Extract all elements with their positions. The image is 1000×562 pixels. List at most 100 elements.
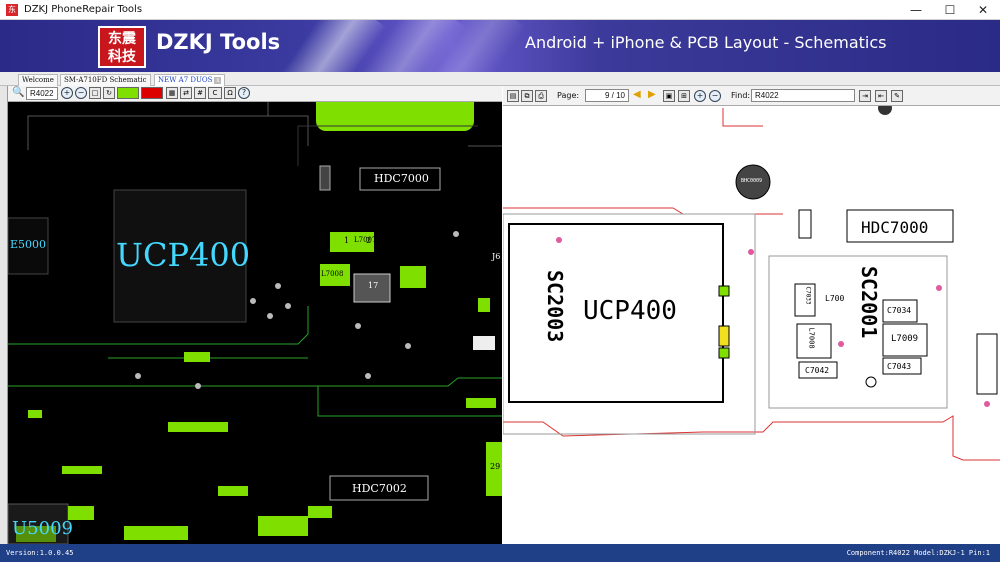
- zoom-in-icon[interactable]: +: [694, 90, 706, 102]
- fit-view-icon[interactable]: □: [89, 87, 101, 99]
- schematic-label-c7042: C7042: [805, 366, 830, 375]
- prev-page-icon[interactable]: ◀: [633, 89, 641, 100]
- component: [473, 336, 495, 350]
- via: [365, 373, 371, 379]
- via: [195, 383, 201, 389]
- maximize-button[interactable]: ☐: [944, 3, 956, 17]
- component: [16, 526, 56, 542]
- logo-text-bottom: 科技: [108, 49, 136, 65]
- pcb-view[interactable]: 🔍 + − □ ↻ ▦ ⇄ # C Ω ? UCP400 E5000 HDC70…: [8, 86, 502, 544]
- pad-29: [486, 442, 502, 496]
- cr-icon[interactable]: C: [208, 87, 222, 99]
- component: [218, 486, 248, 496]
- schematic-label-c7033: C7033: [804, 286, 812, 305]
- schematic-label-l700: L700: [825, 294, 845, 303]
- find-next-icon[interactable]: ⇥: [859, 90, 871, 102]
- layer-color-picker[interactable]: [117, 87, 139, 99]
- schematic-part: [718, 347, 730, 359]
- schematic-dot: [865, 376, 877, 388]
- schematic-frame: [503, 213, 756, 435]
- l7007-coil: [330, 232, 374, 252]
- via: [267, 313, 273, 319]
- bga-ucp400: [113, 189, 247, 323]
- app-logo-icon: 东: [6, 3, 18, 16]
- schematic-view[interactable]: ▤ ⧉ ⎙ Page: ◀ ▶ ▣ ⊞ + − Find: ⇥ ⇤ ✎ UCP4…: [503, 86, 1000, 544]
- tab-close-icon[interactable]: x: [214, 77, 222, 84]
- pcb-label-1: 1: [344, 236, 350, 245]
- schematic-dot: [748, 249, 754, 255]
- zoom-out-icon[interactable]: −: [709, 90, 721, 102]
- ohm-icon[interactable]: Ω: [224, 87, 236, 99]
- schematic-toolbar: ▤ ⧉ ⎙ Page: ◀ ▶ ▣ ⊞ + − Find: ⇥ ⇤ ✎: [503, 86, 1000, 106]
- schematic-label-c7034: C7034: [887, 306, 912, 315]
- copy-icon[interactable]: ⧉: [521, 90, 533, 102]
- component: [308, 506, 332, 518]
- tab-schematic[interactable]: SM-A710FD Schematic: [60, 74, 151, 86]
- component: [184, 352, 210, 362]
- tab-label: SM-A710FD Schematic: [64, 76, 147, 84]
- highlight-color-picker[interactable]: [141, 87, 163, 99]
- brand-name: DZKJ Tools: [156, 30, 281, 54]
- pad-row: [28, 410, 42, 418]
- brand-logo: 东震 科技: [98, 26, 146, 68]
- pad-row: [466, 398, 496, 408]
- schematic-label-c7043: C7043: [887, 362, 912, 371]
- component-info: Component:R4022 Model:DZKJ-1 Pin:1: [846, 549, 990, 557]
- schematic-wire: [722, 108, 763, 127]
- help-icon[interactable]: ?: [238, 87, 250, 99]
- rotate-icon[interactable]: ↻: [103, 87, 115, 99]
- pcb-label-ucp400: UCP400: [116, 236, 251, 274]
- pcb-label-u5009: U5009: [12, 518, 73, 539]
- schematic-block-ucp400: [508, 223, 724, 403]
- schematic-part: [976, 333, 998, 395]
- via: [453, 231, 459, 237]
- tab-label: Welcome: [22, 76, 54, 84]
- mirror-icon[interactable]: ⇄: [180, 87, 192, 99]
- tab-welcome[interactable]: Welcome: [18, 74, 58, 86]
- component: [478, 298, 490, 312]
- banner-tagline: Android + iPhone & PCB Layout - Schemati…: [525, 33, 887, 52]
- schematic-label-sc2001: SC2001: [857, 266, 881, 339]
- via: [355, 323, 361, 329]
- print-icon[interactable]: ⎙: [535, 90, 547, 102]
- highlight-icon[interactable]: ✎: [891, 90, 903, 102]
- pcb-search-input[interactable]: [26, 87, 58, 100]
- schematic-part: [882, 357, 922, 375]
- zoom-out-icon[interactable]: −: [75, 87, 87, 99]
- close-button[interactable]: ✕: [977, 3, 989, 17]
- schematic-label-l7008: L7008: [807, 327, 816, 349]
- pcb-label-e5000: E5000: [10, 238, 47, 251]
- page-input[interactable]: [585, 89, 629, 102]
- schematic-label-sc2003: SC2003: [543, 270, 567, 343]
- schematic-dot: [936, 285, 942, 291]
- window-title: DZKJ PhoneRepair Tools: [24, 4, 143, 15]
- pcb-label-hdc7000: HDC7000: [374, 172, 429, 185]
- schematic-part: [798, 361, 838, 379]
- via: [285, 303, 291, 309]
- schematic-part: [798, 209, 812, 239]
- schematic-label-ucp400: UCP400: [583, 296, 677, 326]
- pcb-label-l7008: L7008: [321, 270, 344, 278]
- next-page-icon[interactable]: ▶: [648, 89, 656, 100]
- schematic-label-l7009: L7009: [891, 334, 919, 344]
- grid-icon[interactable]: #: [194, 87, 206, 99]
- pad-row: [168, 422, 228, 432]
- component: [258, 516, 308, 536]
- search-icon: 🔍: [12, 87, 25, 98]
- schematic-part: [796, 323, 832, 359]
- schematic-dot: [984, 401, 990, 407]
- find-prev-icon[interactable]: ⇤: [875, 90, 887, 102]
- zoom-in-icon[interactable]: +: [61, 87, 73, 99]
- fit-page-icon[interactable]: ▣: [663, 90, 675, 102]
- pad-row: [68, 506, 94, 520]
- layer-icon[interactable]: ▦: [166, 87, 178, 99]
- l7008-coil: [320, 264, 350, 286]
- component: [124, 526, 188, 540]
- minimize-button[interactable]: —: [910, 3, 922, 17]
- title-bar: 东 DZKJ PhoneRepair Tools — ☐ ✕: [0, 0, 1000, 20]
- find-input[interactable]: [751, 89, 855, 102]
- open-file-icon[interactable]: ▤: [507, 90, 519, 102]
- fit-width-icon[interactable]: ⊞: [678, 90, 690, 102]
